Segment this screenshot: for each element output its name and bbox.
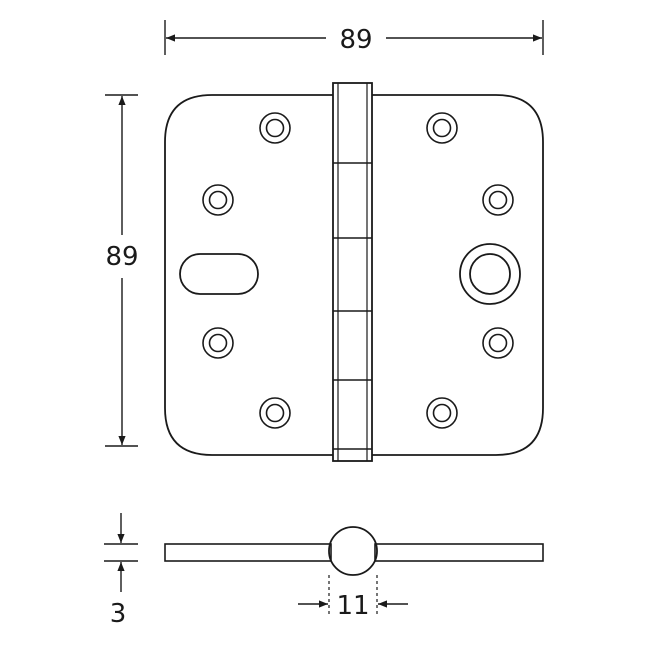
screw-hole (202, 327, 234, 359)
hinge-front-view (164, 82, 544, 462)
security-slot (179, 253, 259, 295)
left-leaf (164, 94, 333, 456)
screw-hole (426, 397, 458, 429)
screw-hole (259, 112, 291, 144)
side-right-leaf (374, 543, 544, 562)
hinge-side-view (164, 526, 544, 576)
hinge-knuckle (332, 82, 373, 462)
screw-hole (202, 184, 234, 216)
screw-hole (259, 397, 291, 429)
height-dimension: 89 (105, 94, 139, 447)
thickness-value: 3 (110, 599, 127, 629)
security-stud-hole (459, 243, 521, 305)
screw-hole (482, 327, 514, 359)
right-leaf (372, 94, 544, 456)
side-left-leaf (164, 543, 332, 562)
side-knuckle (328, 526, 378, 576)
screw-hole (482, 184, 514, 216)
screw-hole (426, 112, 458, 144)
knuckle-dimension: 11 (298, 575, 408, 621)
width-dimension: 89 (164, 20, 544, 55)
height-value: 89 (105, 242, 138, 272)
knuckle-value: 11 (336, 591, 369, 621)
width-value: 89 (339, 25, 372, 55)
thickness-dimension: 3 (104, 513, 138, 629)
